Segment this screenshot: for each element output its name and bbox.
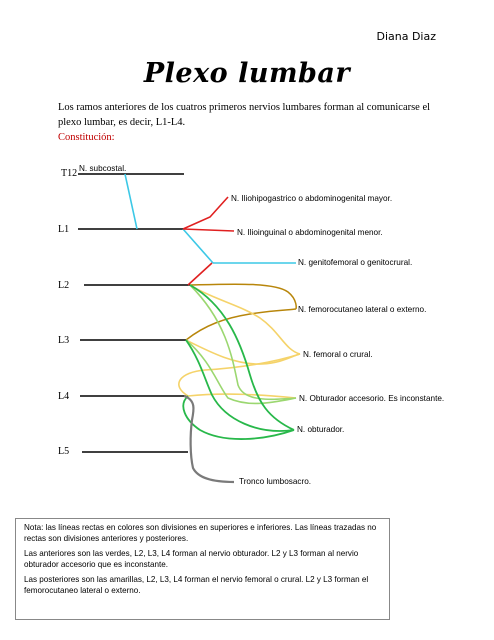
label-obturador-accesorio: N. Obturador accesorio. Es inconstante. — [299, 394, 444, 403]
green-l3-obturador — [185, 339, 295, 432]
yellow-l2-femoral — [189, 284, 301, 355]
cyan-l1-genito-branch — [182, 228, 214, 264]
level-label-l2: L2 — [58, 280, 69, 291]
label-iliohipogastrico: N. Iliohipogastrico o abdominogenital ma… — [231, 194, 392, 203]
level-label-l4: L4 — [58, 391, 69, 402]
level-label-l5: L5 — [58, 446, 69, 457]
yellow-l4-femoral — [178, 353, 301, 397]
brown-l2-femorocutaneo — [189, 283, 297, 310]
lightgreen-l2-obturador-accesorio — [189, 284, 297, 401]
yellow-l4-accessory — [187, 393, 297, 399]
note-paragraph-2: Las anteriores son las verdes, L2, L3, L… — [24, 549, 359, 569]
level-label-l1: L1 — [58, 224, 69, 235]
gray-tronco-lumbosacro — [183, 394, 235, 484]
note-paragraph-1: Nota: las líneas rectas en colores son d… — [24, 523, 377, 543]
note-box: Nota: las líneas rectas en colores son d… — [15, 518, 390, 620]
label-ilioinguinal: N. Ilioinguinal o abdominogenital menor. — [237, 228, 383, 237]
label-genitofemoral: N. genitofemoral o genitocrural. — [298, 258, 412, 267]
author-name: Diana Diaz — [376, 30, 436, 43]
red-iliohipogastrico-branch — [182, 196, 229, 230]
red-l2-genito-branch — [187, 262, 213, 286]
page-title: Plexo lumbar — [143, 58, 351, 89]
label-obturador: N. obturador. — [297, 425, 344, 434]
section-label: Constitución: — [58, 132, 115, 143]
label-femoral: N. femoral o crural. — [303, 350, 373, 359]
label-subcostal: N. subcostal. — [79, 164, 126, 173]
level-label-l3: L3 — [58, 335, 69, 346]
note-paragraph-3: Las posteriores son las amarillas, L2, L… — [24, 575, 369, 595]
green-l4-obturador — [182, 395, 295, 440]
intro-paragraph: Los ramos anteriores de los cuatros prim… — [58, 102, 431, 128]
level-label-t12: T12 — [61, 168, 77, 179]
label-femorocutaneo: N. femorocutaneo lateral o externo. — [298, 305, 426, 314]
green-l2-obturador — [189, 284, 295, 431]
cyan-t12-l1-link — [124, 173, 138, 230]
label-tronco-lumbosacro: Tronco lumbosacro. — [239, 477, 311, 486]
brown-l3-femorocutaneo — [185, 308, 297, 341]
red-ilioinguinal-branch — [182, 228, 235, 232]
lightgreen-l3-obturador-accesorio — [185, 339, 297, 405]
